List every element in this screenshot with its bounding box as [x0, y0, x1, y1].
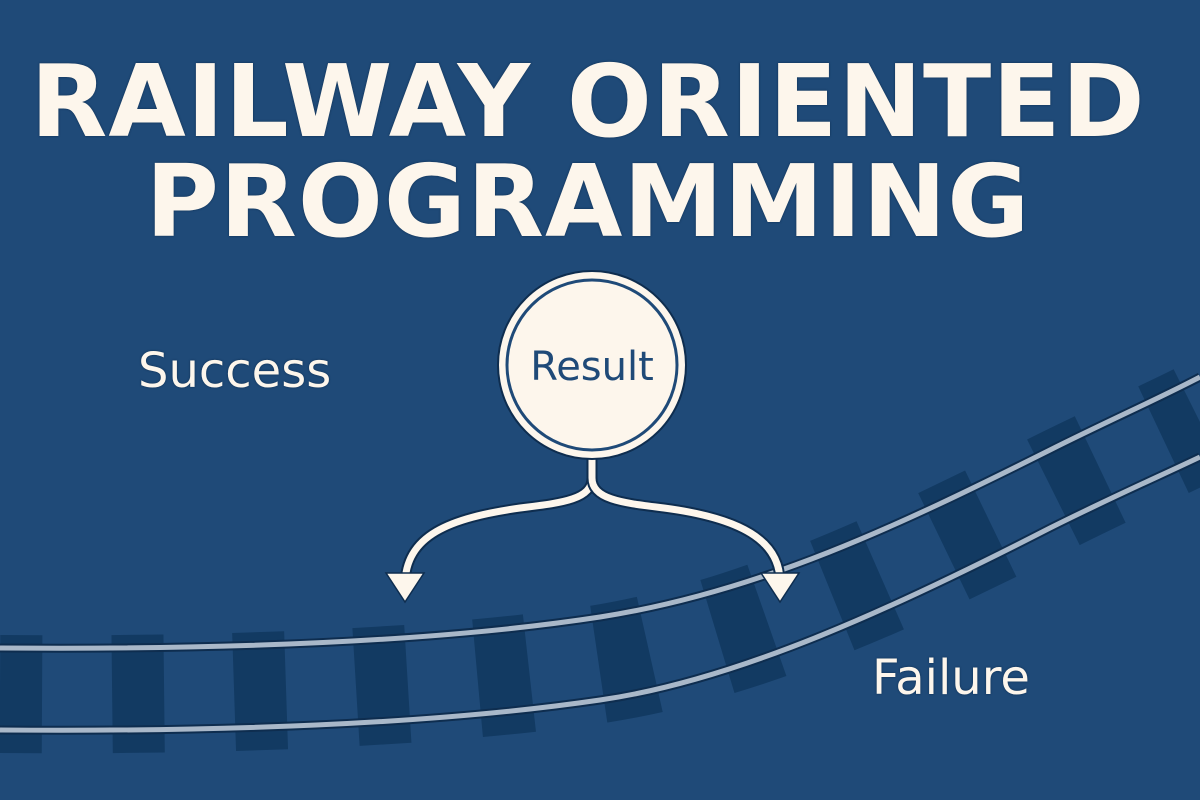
arrow-down-left-icon — [399, 455, 598, 586]
failure-label: Failure — [872, 650, 1030, 706]
result-node — [497, 270, 687, 460]
railway-track-icon — [0, 369, 1200, 754]
result-node-label: Result — [530, 344, 654, 390]
success-label: Success — [138, 343, 332, 399]
page-title-line-1: RAILWAY ORIENTED — [30, 43, 1146, 160]
page-title-line-2: PROGRAMMING — [145, 143, 1031, 260]
branch-arrows — [384, 455, 801, 604]
